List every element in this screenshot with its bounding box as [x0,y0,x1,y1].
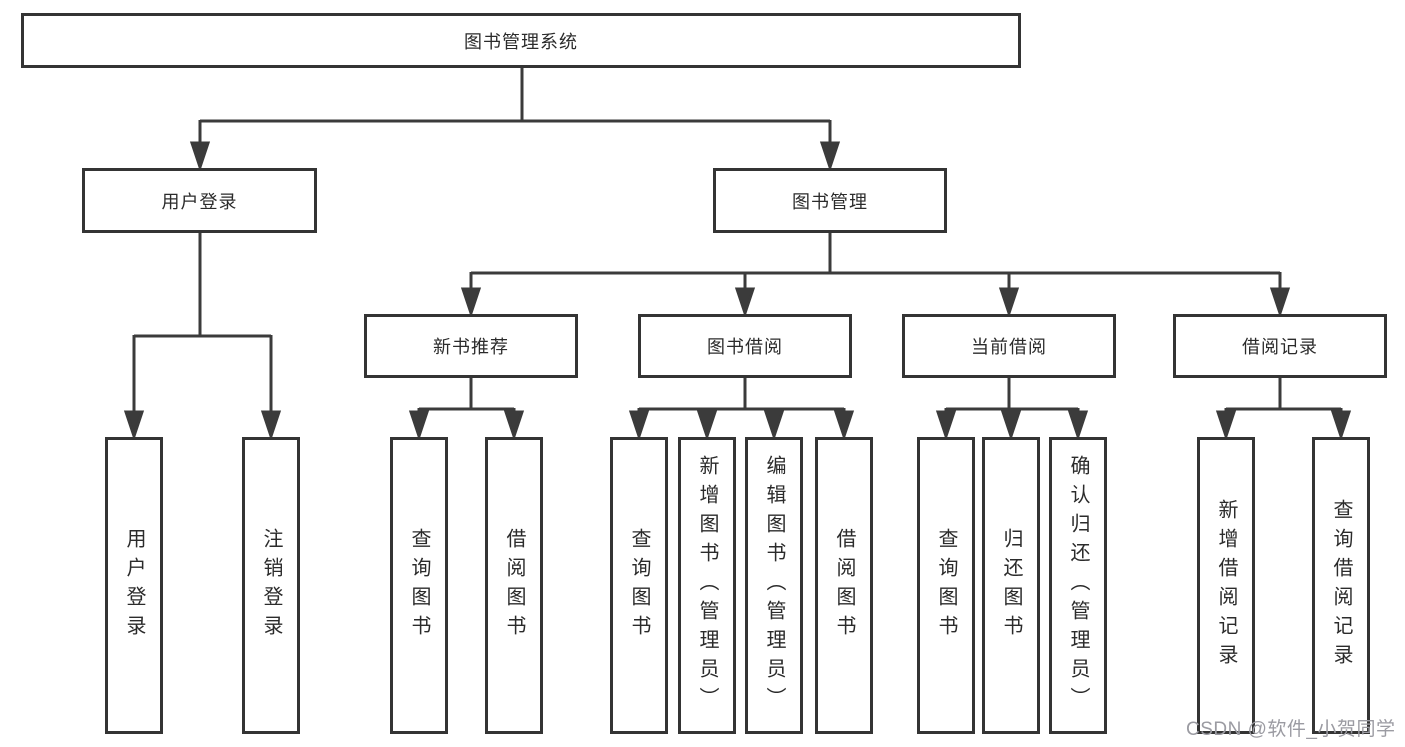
node-leaf-bb-borrow: 借阅图书 [815,437,873,734]
node-new-book-rec-label: 新书推荐 [433,337,509,357]
node-user-login-label: 用户登录 [161,191,238,212]
node-leaf-nb-borrow-label: 借阅图书 [503,527,525,644]
arrowhead [260,410,282,441]
arrowhead [819,141,841,172]
node-leaf-br-add-label: 新增借阅记录 [1215,498,1237,673]
arrowhead [935,410,957,441]
node-borrow-record-label: 借阅记录 [1242,337,1318,357]
arrowhead [1269,287,1291,318]
edge-group-book-mgmt [460,233,1291,318]
edge-group-borrow-record [1215,378,1352,441]
edge-group-book-borrow [628,378,855,441]
arrowhead [833,410,855,441]
node-leaf-bb-edit-label: 编辑图书（管理员） [763,455,785,716]
node-leaf-cb-query: 查询图书 [917,437,975,734]
node-leaf-br-add: 新增借阅记录 [1197,437,1255,734]
arrowhead [503,410,525,441]
node-leaf-bb-query: 查询图书 [610,437,668,734]
edge-group-root [189,68,841,172]
arrowhead [696,410,718,441]
node-leaf-cb-confirm: 确认归还（管理员） [1049,437,1107,734]
edge-group-user-login [123,233,282,441]
node-leaf-cb-query-label: 查询图书 [935,527,957,644]
node-leaf-nb-query: 查询图书 [390,437,448,734]
csdn-watermark: CSDN @软件_小贺同学 [1186,719,1396,740]
edge-group-new-book [408,378,525,441]
arrowhead [1215,410,1237,441]
arrowhead [408,410,430,441]
node-leaf-logout: 注销登录 [242,437,300,734]
arrowhead [1330,410,1352,441]
node-leaf-cb-return: 归还图书 [982,437,1040,734]
arrowhead [123,410,145,441]
node-leaf-logout-label: 注销登录 [260,527,282,644]
arrowhead [1067,410,1089,441]
node-book-borrow: 图书借阅 [638,314,852,378]
arrowhead [1000,410,1022,441]
node-leaf-cb-return-label: 归还图书 [1000,527,1022,644]
node-book-mgmt: 图书管理 [713,168,947,233]
arrowhead [998,287,1020,318]
arrowhead [460,287,482,318]
arrowhead [628,410,650,441]
node-leaf-br-query: 查询借阅记录 [1312,437,1370,734]
node-user-login: 用户登录 [82,168,317,233]
node-root: 图书管理系统 [21,13,1021,68]
node-current-borrow: 当前借阅 [902,314,1116,378]
node-book-borrow-label: 图书借阅 [707,337,783,357]
node-current-borrow-label: 当前借阅 [971,337,1047,357]
arrowhead [189,141,211,172]
node-new-book-rec: 新书推荐 [364,314,578,378]
node-leaf-user-login-label: 用户登录 [123,527,145,644]
node-leaf-bb-borrow-label: 借阅图书 [833,527,855,644]
node-leaf-nb-borrow: 借阅图书 [485,437,543,734]
node-leaf-bb-query-label: 查询图书 [628,527,650,644]
arrowhead [734,287,756,318]
node-leaf-user-login: 用户登录 [105,437,163,734]
node-leaf-br-query-label: 查询借阅记录 [1330,498,1352,673]
node-leaf-nb-query-label: 查询图书 [408,527,430,644]
node-root-label: 图书管理系统 [464,31,578,52]
node-leaf-bb-add: 新增图书（管理员） [678,437,736,734]
node-leaf-bb-edit: 编辑图书（管理员） [745,437,803,734]
node-leaf-cb-confirm-label: 确认归还（管理员） [1067,455,1089,716]
node-leaf-bb-add-label: 新增图书（管理员） [696,455,718,716]
edge-group-current-borrow [935,378,1089,441]
arrowhead [763,410,785,441]
node-borrow-record: 借阅记录 [1173,314,1387,378]
node-book-mgmt-label: 图书管理 [792,191,868,212]
